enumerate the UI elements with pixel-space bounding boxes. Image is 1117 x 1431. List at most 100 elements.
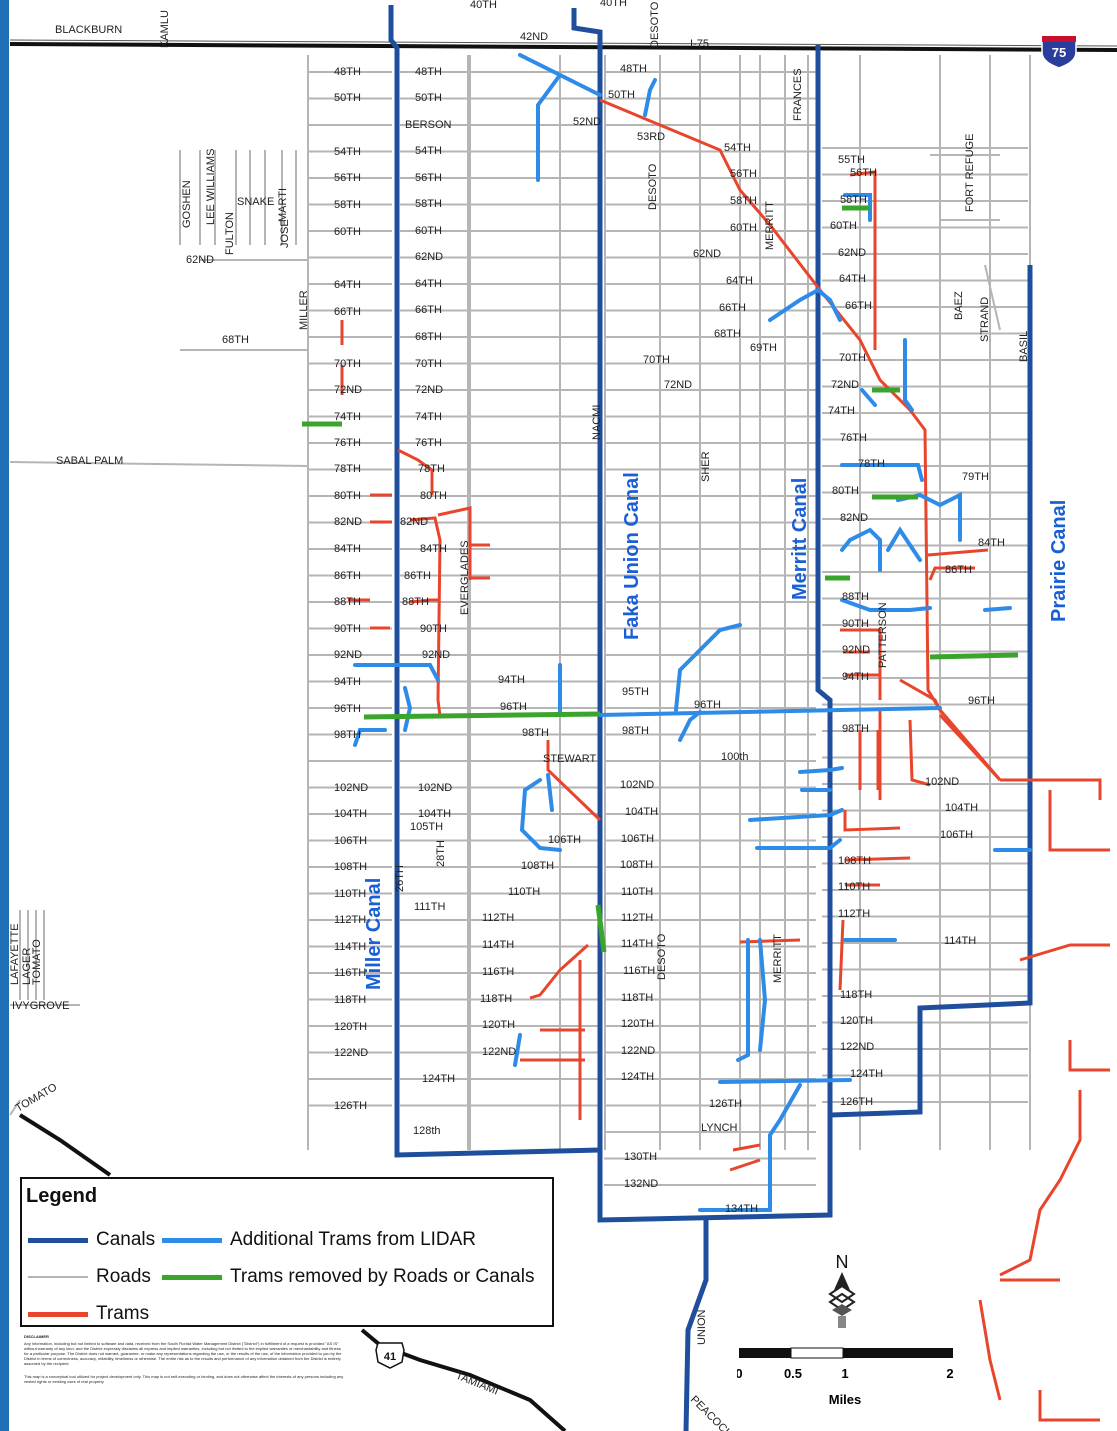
road-label: 48TH — [334, 66, 361, 78]
road-label: FORT REFUGE — [964, 134, 976, 212]
legend-label: Additional Trams from LIDAR — [230, 1229, 477, 1250]
map-edge-strip — [0, 0, 9, 1431]
road-label: 48TH — [415, 66, 442, 78]
road-label: 50TH — [415, 92, 442, 104]
road-label: 86TH — [404, 570, 431, 582]
road-label: 66TH — [334, 306, 361, 318]
road-label: 66TH — [719, 302, 746, 314]
road-label: 62ND — [415, 251, 443, 263]
road-label: 70TH — [415, 358, 442, 370]
road-label: 116TH — [334, 967, 366, 979]
road-label: 74TH — [334, 411, 361, 423]
road-label: 128th — [413, 1125, 441, 1137]
road-label: 112TH — [334, 914, 366, 926]
road-label: 104TH — [625, 806, 658, 818]
legend-item-trams: Trams — [28, 1303, 149, 1325]
road-label: 132ND — [624, 1178, 658, 1190]
legend-title: Legend — [26, 1185, 98, 1207]
road-label: 104TH — [418, 808, 451, 820]
road-label: SHER — [700, 451, 712, 482]
road-label: 50TH — [608, 89, 635, 101]
road-label: 104TH — [334, 808, 367, 820]
road-label: 106TH — [548, 834, 581, 846]
road-label: MARTI — [277, 188, 289, 222]
road-label: 90TH — [420, 623, 447, 635]
scale-tick: 0.5 — [784, 1366, 802, 1381]
road-label: 70TH — [643, 354, 670, 366]
road-label: 60TH — [730, 222, 757, 234]
road-label: 50TH — [334, 92, 361, 104]
road-label: BASIL — [1018, 331, 1030, 362]
legend: Legend Canals Additional Trams from LIDA… — [20, 1177, 554, 1327]
road-label: 26TH — [394, 865, 406, 892]
road-label: SNAKE — [237, 196, 274, 208]
lidar-swatch-icon — [162, 1237, 222, 1243]
road-label: 124TH — [422, 1073, 455, 1085]
road-label: 116TH — [482, 966, 514, 978]
road-label: DESOTO — [656, 933, 668, 980]
road-label: 98TH — [334, 729, 361, 741]
road-label: 40TH — [470, 0, 497, 11]
road-label: 78TH — [858, 458, 885, 470]
road-label: 90TH — [842, 618, 869, 630]
road-label: 80TH — [832, 485, 859, 497]
road-label: 104TH — [945, 802, 978, 814]
road-label: 126TH — [840, 1096, 873, 1108]
road-label: UNION — [696, 1310, 708, 1346]
road-label: 70TH — [334, 358, 361, 370]
scale-tick: 1 — [841, 1366, 848, 1381]
road-label: 106TH — [621, 833, 654, 845]
road-label: 79TH — [962, 471, 989, 483]
road-label: 120TH — [621, 1018, 654, 1030]
prairie-canal-label: Prairie Canal — [1048, 500, 1070, 622]
road-label: 122ND — [482, 1046, 516, 1058]
road-label: 114TH — [944, 935, 976, 947]
north-label: N — [836, 1252, 849, 1272]
road-label-peacock: PEACOCK — [688, 1394, 735, 1431]
road-label: 84TH — [334, 543, 361, 555]
road-label: MERRITT — [764, 201, 776, 250]
union-canal-line — [683, 1220, 709, 1431]
disclaimer-note: This map is a conceptual tool utilized f… — [24, 1374, 344, 1384]
legend-item-removed: Trams removed by Roads or Canals — [162, 1266, 534, 1288]
road-label: LAFAYETTE — [9, 923, 21, 985]
i75-shield-icon: 75 — [1041, 35, 1077, 69]
road-label: BERSON — [405, 119, 452, 131]
road-label: 86TH — [334, 570, 361, 582]
tamiami-label: TAMIAMI — [454, 1370, 500, 1398]
legend-item-lidar: Additional Trams from LIDAR — [162, 1229, 476, 1251]
road-label: 92ND — [422, 649, 450, 661]
road-label: 92ND — [334, 649, 362, 661]
road-label: 60TH — [334, 226, 361, 238]
road-label: 74TH — [828, 405, 855, 417]
i75-shield-number: 75 — [1052, 45, 1066, 60]
tram-swatch-icon — [28, 1311, 88, 1317]
legend-label: Trams — [96, 1303, 150, 1324]
road-label: 118TH — [480, 993, 512, 1005]
road-label: 52ND — [573, 116, 601, 128]
road-label: 66TH — [845, 300, 872, 312]
road-label: 116TH — [623, 965, 655, 977]
road-label: DESOTO — [649, 1, 661, 48]
road-label: 118TH — [621, 992, 653, 1004]
road-label: 60TH — [830, 220, 857, 232]
road-label: 82ND — [334, 516, 362, 528]
road-label: 58TH — [730, 195, 757, 207]
road-label: 88TH — [402, 596, 429, 608]
legend-item-roads: Roads — [28, 1266, 151, 1288]
us41-shield-number: 41 — [384, 1351, 396, 1363]
road-label: 120TH — [840, 1015, 873, 1027]
road-label: PATTERSON — [877, 602, 889, 668]
road-label: 102ND — [334, 782, 368, 794]
road-label: 58TH — [415, 198, 442, 210]
road-label: 54TH — [415, 145, 442, 157]
road-label: 80TH — [334, 490, 361, 502]
road-label: 94TH — [334, 676, 361, 688]
road-label: 40TH — [600, 0, 627, 9]
miller-canal-line — [388, 5, 601, 1158]
road-label: 96TH — [968, 695, 995, 707]
road-label: IVYGROVE — [12, 1000, 69, 1012]
road-label: 54TH — [724, 142, 751, 154]
road-label: 95TH — [622, 686, 649, 698]
road-label: 68TH — [222, 334, 249, 346]
